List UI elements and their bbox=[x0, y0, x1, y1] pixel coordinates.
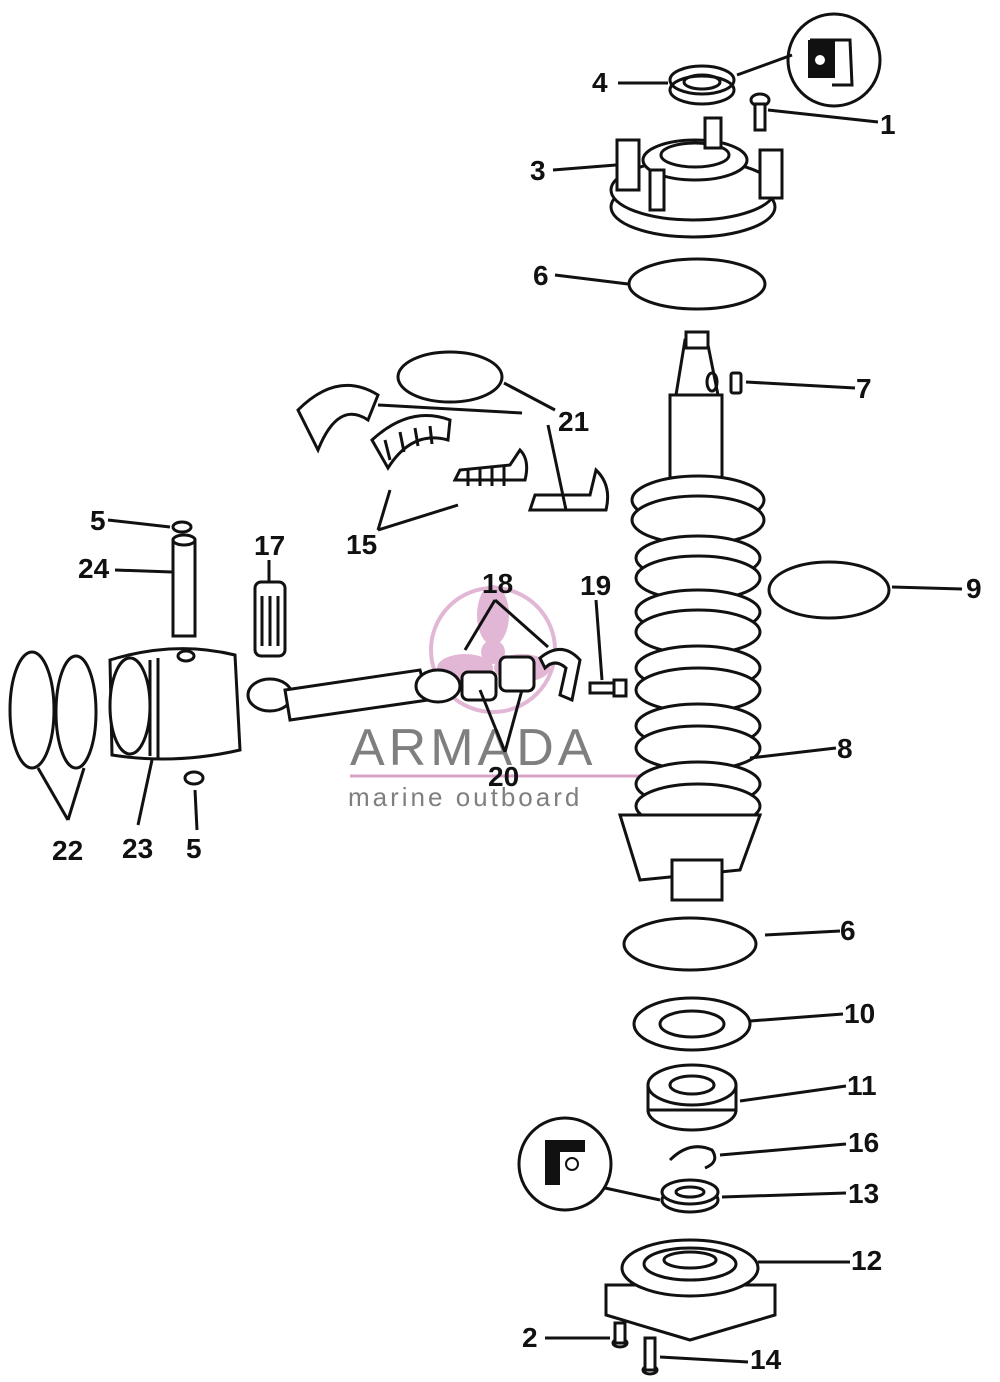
wrist-pin-needle-bearing bbox=[253, 580, 287, 658]
callout-23: 23 bbox=[122, 833, 153, 864]
crankshaft-seal-ring bbox=[767, 560, 891, 620]
callout-5-upper: 5 bbox=[90, 505, 106, 536]
piston-ring-2 bbox=[54, 654, 98, 770]
callout-7: 7 bbox=[856, 373, 872, 404]
callout-11: 11 bbox=[847, 1070, 877, 1101]
callout-20: 20 bbox=[488, 761, 519, 792]
watermark-title: ARMADA bbox=[350, 719, 596, 777]
rod-needle-bearing bbox=[460, 655, 536, 702]
callout-3: 3 bbox=[530, 155, 546, 186]
lower-screw-long bbox=[641, 1336, 659, 1376]
callout-24: 24 bbox=[78, 553, 110, 584]
woodruff-key bbox=[729, 371, 743, 395]
callout-13: 13 bbox=[848, 1178, 879, 1209]
callout-10: 10 bbox=[844, 998, 875, 1029]
callout-6-upper: 6 bbox=[533, 260, 549, 291]
piston-pin-clip-upper bbox=[171, 520, 193, 534]
outer-bearing-race-left bbox=[296, 383, 380, 454]
seal-detail-inset-icon bbox=[786, 12, 882, 108]
outer-bearing-race-right bbox=[527, 467, 610, 512]
o-ring-upper bbox=[627, 257, 767, 311]
callout-12: 12 bbox=[851, 1245, 882, 1276]
rod-screw bbox=[588, 678, 628, 698]
callout-6-lower: 6 bbox=[840, 915, 856, 946]
lower-ball-bearing bbox=[646, 1063, 738, 1132]
upper-bearing-housing bbox=[609, 116, 784, 239]
callout-17: 17 bbox=[254, 530, 285, 561]
piston-pin-clip-lower bbox=[183, 770, 205, 786]
callout-21: 21 bbox=[558, 406, 589, 437]
lower-seal-detail-inset-icon bbox=[517, 1116, 613, 1212]
retaining-ring bbox=[668, 1145, 717, 1170]
upper-screw bbox=[749, 92, 771, 132]
callout-9: 9 bbox=[966, 573, 982, 604]
rod-cap bbox=[538, 648, 582, 703]
upper-seal bbox=[668, 64, 736, 106]
callout-8: 8 bbox=[837, 733, 853, 764]
watermark-subtitle: marine outboard bbox=[348, 782, 582, 812]
retainer-ring bbox=[396, 350, 504, 404]
callout-2: 2 bbox=[522, 1322, 538, 1353]
o-ring-lower bbox=[622, 916, 758, 972]
needle-bearing-cage-left bbox=[370, 414, 452, 471]
callout-4: 4 bbox=[592, 67, 608, 98]
piston-pin bbox=[171, 533, 197, 638]
callout-15: 15 bbox=[346, 529, 377, 560]
connecting-rod bbox=[246, 668, 462, 722]
callout-22: 22 bbox=[52, 835, 83, 866]
callout-16: 16 bbox=[848, 1127, 879, 1158]
callout-1: 1 bbox=[880, 109, 896, 140]
needle-bearing-cage-right bbox=[452, 447, 529, 486]
callout-14: 14 bbox=[750, 1344, 782, 1375]
lower-screw-short bbox=[611, 1321, 629, 1349]
callout-19: 19 bbox=[580, 570, 611, 601]
callout-18: 18 bbox=[482, 568, 513, 599]
callout-labels: 1 2 3 4 5 5 6 6 7 8 9 10 11 12 13 14 15 … bbox=[52, 67, 982, 1375]
lower-seal bbox=[660, 1178, 720, 1214]
lower-seal-plate bbox=[632, 996, 752, 1052]
callout-5-lower: 5 bbox=[186, 833, 202, 864]
crankshaft bbox=[617, 330, 766, 902]
piston-ring-1 bbox=[8, 650, 56, 770]
piston bbox=[108, 647, 242, 761]
leader-lines bbox=[36, 81, 963, 1364]
lower-bearing-housing bbox=[604, 1238, 777, 1342]
